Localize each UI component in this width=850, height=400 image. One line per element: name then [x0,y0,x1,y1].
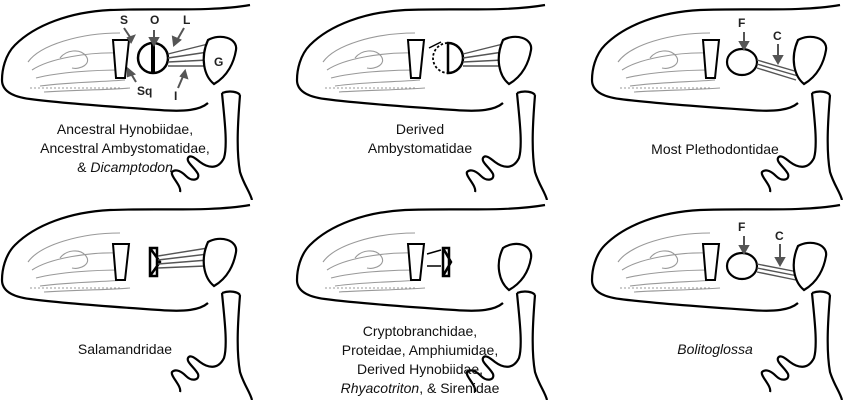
salamander-head-diagram [295,3,549,200]
caption-line: Rhyacotriton, & Sirenidae [295,379,545,398]
salamander-head-diagram: F C [590,3,844,200]
girdle [202,35,238,86]
skull-lines [322,232,426,293]
head-outline [0,203,254,400]
panel-bolitoglossa: F C Bolitoglossa [590,200,850,400]
caption: Cryptobranchidae, Proteidae, Amphiumidae,… [295,322,545,398]
head-outline [295,3,549,200]
label-c: C [773,29,782,43]
label-l: L [183,13,190,27]
caption-italic-text: Dicamptodon [90,159,173,175]
skull-lines [322,32,426,93]
skull-lines [617,32,721,93]
caption: Salamandridae [0,340,250,359]
caption-text: Proteidae, Amphiumidae, [341,342,499,358]
panel-ancestral-hynobiidae: S O L G Sq I Ancestral Hynobiidae,Ancest… [0,0,283,200]
label-f: F [738,220,745,234]
head-outline [590,203,844,400]
caption-text: Salamandridae [77,341,173,357]
caption-text: Ancestral Ambystomatidae, [40,140,210,156]
arrows [738,32,784,66]
arrows [123,27,189,89]
stapes-apparatus [406,242,533,292]
salamander-head-diagram: F C [590,203,844,400]
caption-line: Ancestral Hynobiidae, [0,120,250,139]
salamander-head-diagram [0,203,254,400]
caption-text: Ambystomatidae [367,140,473,156]
caption-text: Most Plethodontidae [651,141,779,157]
caption: Ancestral Hynobiidae, Ancestral Ambystoma… [0,120,250,177]
head-outline [295,203,549,400]
caption-line: Cryptobranchidae, [295,322,545,341]
stapes-apparatus: F C [701,220,828,292]
caption-text: & [77,159,91,175]
stapes-apparatus: F C [701,16,828,86]
caption-text: , & Sirenidae [419,380,500,396]
stapes-apparatus: S O L G Sq I [111,13,238,103]
label-i: I [174,89,177,103]
skull-lines [27,32,131,93]
label-o: O [150,13,159,27]
arrows [738,236,786,268]
salamander-head-diagram: S O L G Sq I [0,3,254,200]
salamander-head-diagram [295,203,549,400]
caption-line: Ambystomatidae [295,139,545,158]
caption-italic-text: Rhyacotriton [340,380,420,396]
caption: Most Plethodontidae [590,140,840,159]
caption-line: Salamandridae [0,340,250,359]
caption: Bolitoglossa [590,340,840,359]
caption-line: Derived [295,120,545,139]
label-c: C [775,229,784,243]
caption-line: Proteidae, Amphiumidae, [295,341,545,360]
caption-line: Most Plethodontidae [590,140,840,159]
label-g: G [214,55,223,69]
head-outline [0,3,254,200]
head-outline [590,3,844,200]
caption-line: Ancestral Ambystomatidae, [0,139,250,158]
caption-line: & Dicamptodon [0,158,250,177]
panel-salamandridae: Salamandridae [0,200,283,400]
label-f: F [738,16,745,30]
caption-text: Derived Hynobiidae, [356,361,484,377]
label-sq: Sq [137,84,152,98]
caption-text: Cryptobranchidae, [362,323,478,339]
caption-text: Derived [395,121,445,137]
panel-cryptobranchidae: Cryptobranchidae, Proteidae, Amphiumidae,… [295,200,578,400]
stapes-apparatus [111,237,238,288]
caption-italic-text: Bolitoglossa [677,341,753,357]
opercularis-muscle [167,43,209,67]
caption-line: Derived Hynobiidae, [295,360,545,379]
panel-most-plethodontidae: F C Most Plethodontidae [590,0,850,200]
squamosal-bar [111,39,131,79]
caption-text: Ancestral Hynobiidae, [56,121,194,137]
label-s: S [120,13,128,27]
stapes-apparatus [406,35,533,86]
caption-line: Bolitoglossa [590,340,840,359]
